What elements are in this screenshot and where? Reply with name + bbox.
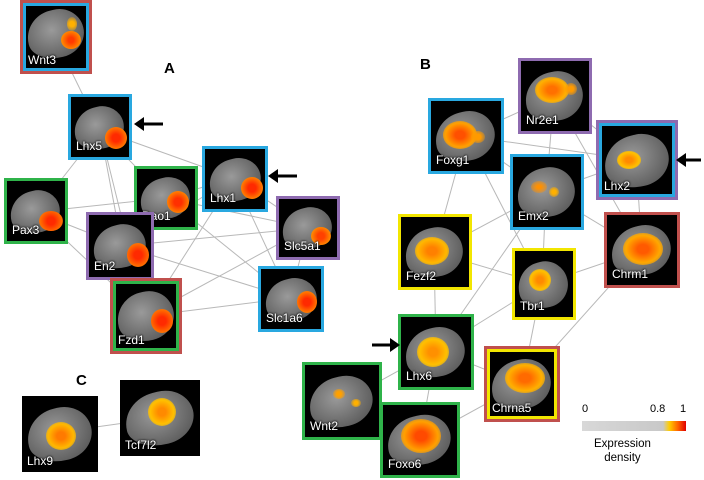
gene-label-fzd1: Fzd1 [118,333,145,347]
tile-nr2e1: Nr2e1 [518,58,592,134]
panel-label-b: B [420,56,431,73]
tile-lhx2: Lhx2 [596,120,678,200]
panel-label-c: C [76,372,87,389]
legend-tick-mid: 0.8 [650,403,666,415]
gene-label-lhx5: Lhx5 [76,139,103,153]
tile-foxo6: Foxo6 [380,402,460,478]
gene-label-nr2e1: Nr2e1 [526,113,559,127]
tile-slc5a1: Slc5a1 [276,196,340,260]
arrow-icon-lhx2 [676,153,701,167]
legend-title-line2: density [604,452,641,464]
tile-lhx9: Lhx9 [22,396,98,472]
legend-tick-min: 0 [582,403,589,415]
gene-label-wnt3: Wnt3 [28,53,57,67]
gene-label-lhx9: Lhx9 [27,454,54,468]
tile-lhx6: Lhx6 [398,314,474,390]
tile-wnt3: Wnt3 [20,0,92,74]
legend-tick-max: 1 [680,403,687,415]
arrow-icon-lhx1 [268,169,297,183]
gene-label-emx2: Emx2 [518,209,549,223]
gene-label-wnt2: Wnt2 [310,419,339,433]
tile-emx2: Emx2 [510,154,584,230]
tile-fzd1: Fzd1 [110,278,182,354]
tile-wnt2: Wnt2 [302,362,382,440]
tile-en2: En2 [86,212,154,280]
gene-label-slc5a1: Slc5a1 [284,239,321,253]
gene-label-lhx6: Lhx6 [406,369,433,383]
gene-label-slc1a6: Slc1a6 [266,311,303,325]
arrow-icon-lhx6 [372,338,400,352]
tile-pax3: Pax3 [4,178,68,244]
tile-lhx5: Lhx5 [68,94,132,160]
tile-lhx1: Lhx1 [202,146,268,212]
gene-label-pax3: Pax3 [12,223,40,237]
gene-label-foxg1: Foxg1 [436,153,470,167]
gene-label-chrna5: Chrna5 [492,401,532,415]
gene-label-lhx1: Lhx1 [210,191,237,205]
tile-foxg1: Foxg1 [428,98,504,174]
gene-label-chrm1: Chrm1 [612,267,649,281]
tile-tcf7l2: Tcf7l2 [120,380,200,456]
tile-tbr1: Tbr1 [512,248,576,320]
gene-label-tbr1: Tbr1 [520,299,545,313]
gene-label-tcf7l2: Tcf7l2 [125,438,157,452]
expression-legend: 0 0.8 1 Expression density [582,403,692,465]
legend-title: Expression density [594,437,651,465]
tile-slc1a6: Slc1a6 [258,266,324,332]
gene-label-foxo6: Foxo6 [388,457,422,471]
tile-chrna5: Chrna5 [484,346,560,422]
gene-label-en2: En2 [94,259,116,273]
arrow-icon-lhx5 [134,117,163,131]
panel-label-a: A [164,60,175,77]
tile-fezf2: Fezf2 [398,214,472,290]
tile-chrm1: Chrm1 [604,212,680,288]
gene-label-fezf2: Fezf2 [406,269,437,283]
legend-color-bar [582,421,686,431]
gene-label-lhx2: Lhx2 [604,179,631,193]
legend-title-line1: Expression [594,438,651,450]
